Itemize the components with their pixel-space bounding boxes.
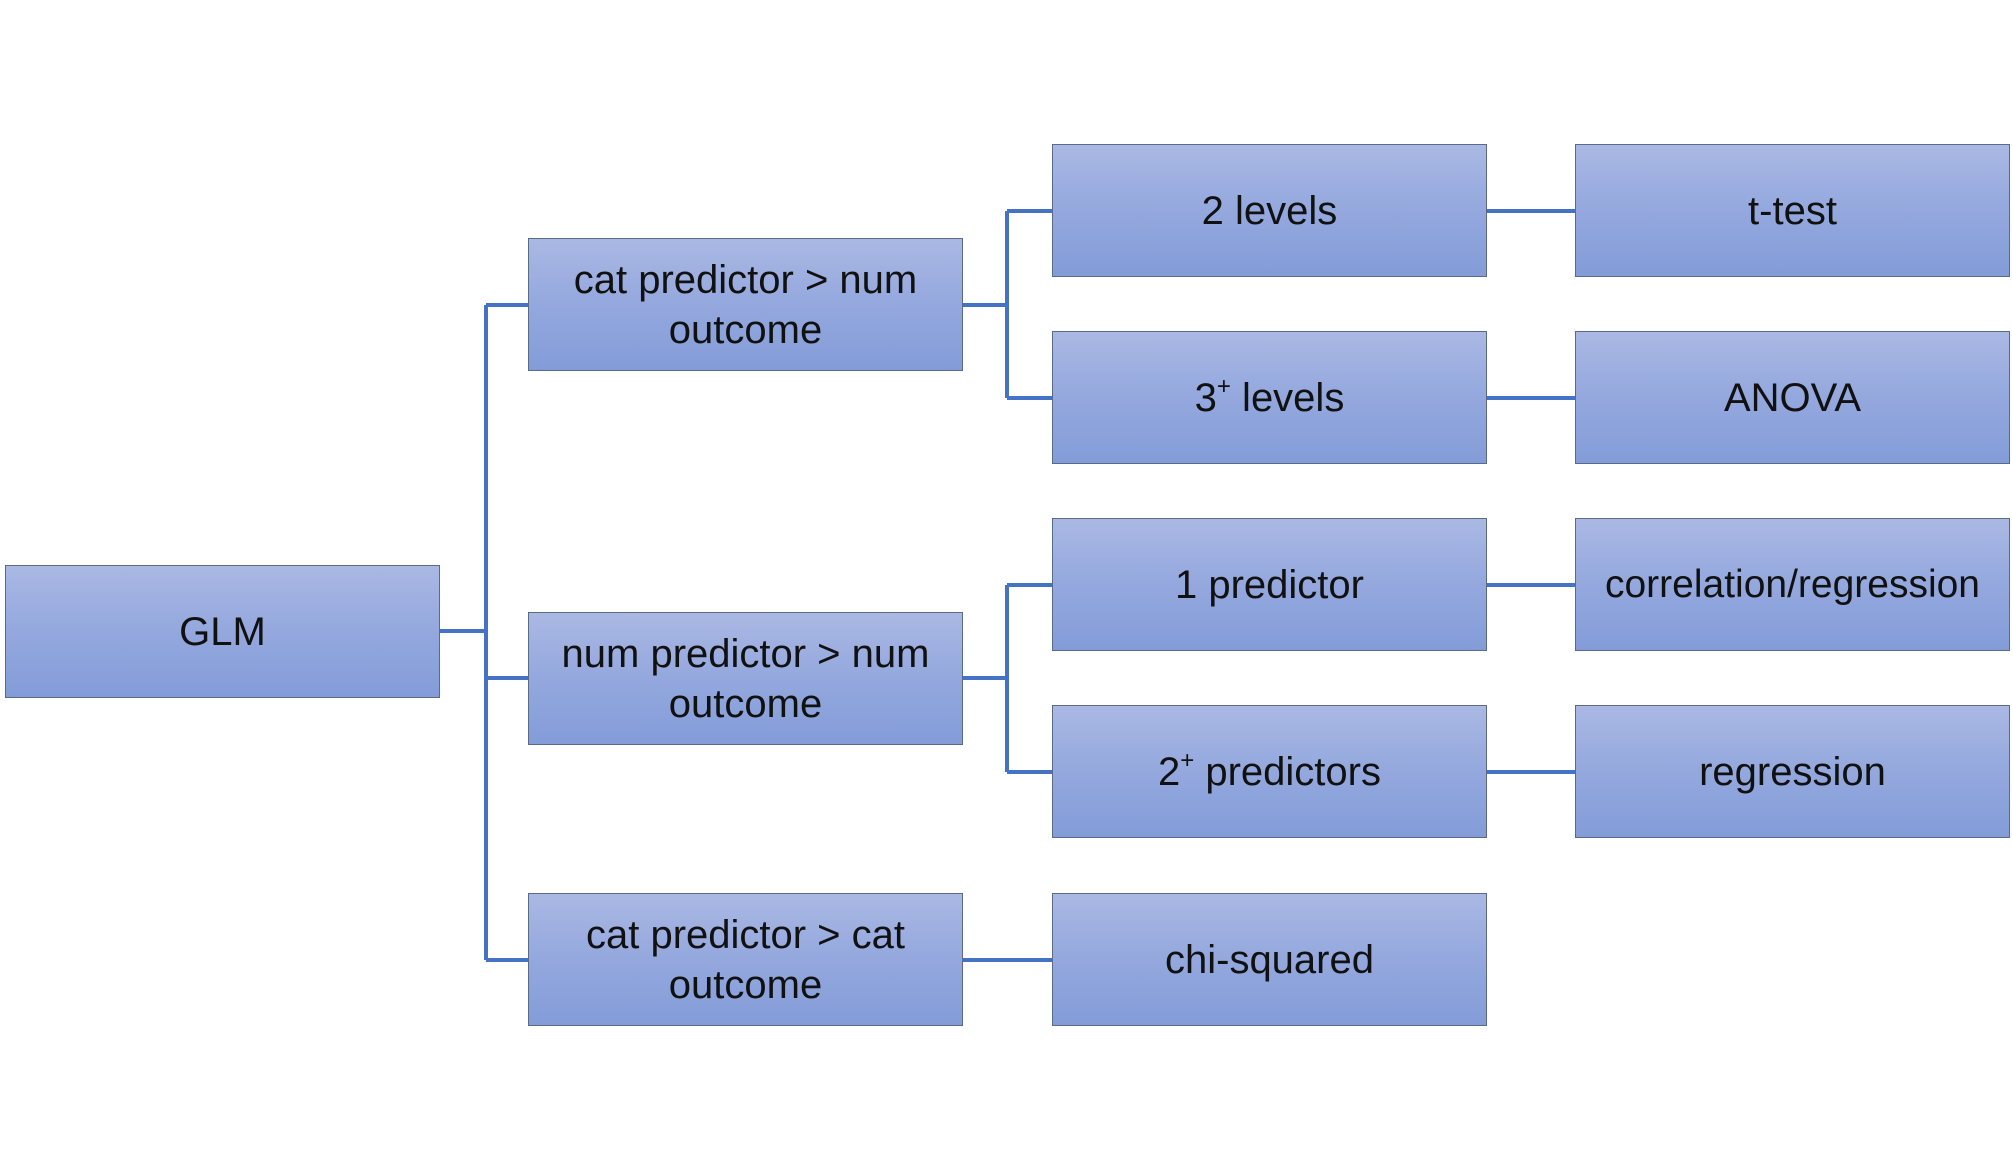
node-regression: regression bbox=[1575, 705, 2010, 838]
node-cat-cat: cat predictor > cat outcome bbox=[528, 893, 963, 1026]
node-correlation-regression: correlation/regression bbox=[1575, 518, 2010, 651]
node-1-predictor-label: 1 predictor bbox=[1175, 562, 1364, 607]
node-2plus-predictors: 2+ predictors bbox=[1052, 705, 1487, 838]
node-3plus-levels-label: 3+ levels bbox=[1194, 373, 1345, 420]
node-num-num: num predictor > num outcome bbox=[528, 612, 963, 745]
node-t-test-label: t-test bbox=[1748, 188, 1837, 233]
node-num-num-label: num predictor > num outcome bbox=[561, 631, 930, 726]
node-2plus-predictors-label: 2+ predictors bbox=[1157, 747, 1381, 794]
node-cat-num: cat predictor > num outcome bbox=[528, 238, 963, 371]
node-chi-squared: chi-squared bbox=[1052, 893, 1487, 1026]
node-3plus-levels: 3+ levels bbox=[1052, 331, 1487, 464]
node-2-levels-label: 2 levels bbox=[1201, 188, 1338, 233]
node-anova: ANOVA bbox=[1575, 331, 2010, 464]
node-2-levels: 2 levels bbox=[1052, 144, 1487, 277]
node-glm-label: GLM bbox=[179, 609, 266, 654]
node-cat-cat-label: cat predictor > cat outcome bbox=[585, 912, 906, 1007]
node-cat-num-label: cat predictor > num outcome bbox=[573, 257, 918, 352]
node-correlation-regression-label: correlation/regression bbox=[1604, 562, 1980, 606]
node-glm: GLM bbox=[5, 565, 440, 698]
node-chi-squared-label: chi-squared bbox=[1164, 937, 1374, 982]
node-t-test: t-test bbox=[1575, 144, 2010, 277]
node-regression-label: regression bbox=[1699, 749, 1886, 794]
node-anova-label: ANOVA bbox=[1723, 375, 1862, 420]
node-1-predictor: 1 predictor bbox=[1052, 518, 1487, 651]
